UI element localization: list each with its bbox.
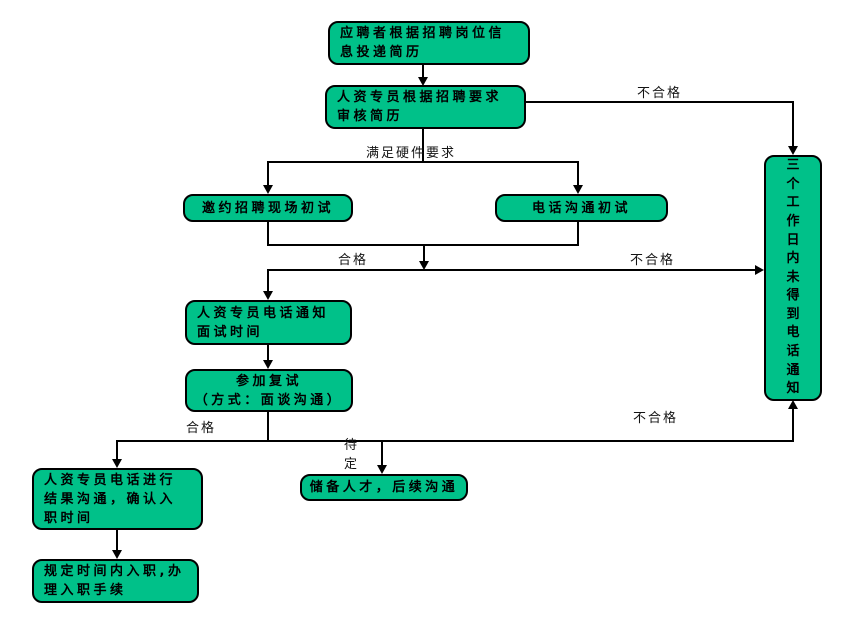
edge-review-unqualified-v bbox=[792, 101, 794, 147]
edge-apply-to-review bbox=[422, 64, 424, 80]
label-qualified-mid: 合格 bbox=[338, 253, 369, 268]
arrowhead-down-icon bbox=[112, 459, 122, 468]
edge-second-down bbox=[267, 412, 269, 442]
edge-result-to-onboarding bbox=[116, 530, 118, 552]
node-submit-resume: 应聘者根据招聘岗位信 息投递简历 bbox=[328, 21, 530, 65]
node-result-communication-label: 人资专员电话进行 结果沟通，确认入 职时间 bbox=[44, 472, 177, 526]
edge-notify-to-second bbox=[267, 345, 269, 363]
arrowhead-down-icon bbox=[419, 261, 429, 270]
arrowhead-down-icon bbox=[263, 185, 273, 194]
label-meets-requirements: 满足硬件要求 bbox=[366, 146, 457, 161]
edge-phone-down bbox=[577, 222, 579, 246]
node-second-interview-label: 参加复试 （方式：面谈沟通） bbox=[194, 373, 344, 408]
edge-split-h bbox=[267, 161, 579, 163]
arrowhead-down-icon bbox=[573, 185, 583, 194]
arrowhead-down-icon bbox=[263, 291, 273, 300]
arrowhead-up-icon bbox=[788, 400, 798, 409]
edge-result-h bbox=[267, 269, 755, 271]
edge-review-to-split bbox=[422, 129, 424, 163]
arrowhead-down-icon bbox=[788, 146, 798, 155]
node-notify-interview-time: 人资专员电话通知 面试时间 bbox=[185, 300, 352, 345]
arrowhead-down-icon bbox=[112, 550, 122, 559]
arrowhead-down-icon bbox=[377, 465, 387, 474]
edge-onsite-down bbox=[267, 222, 269, 246]
label-qualified-bottom: 合格 bbox=[186, 421, 217, 436]
node-onsite-interview: 邀约招聘现场初试 bbox=[183, 194, 353, 222]
node-onboarding: 规定时间内入职,办 理入职手续 bbox=[32, 559, 199, 603]
node-review-resume-label: 人资专员根据招聘要求 审核简历 bbox=[337, 90, 503, 124]
arrowhead-down-icon bbox=[263, 360, 273, 369]
label-unqualified-top: 不合格 bbox=[637, 86, 683, 101]
arrowhead-right-icon bbox=[755, 265, 764, 275]
node-phone-interview-label: 电话沟通初试 bbox=[531, 200, 631, 216]
edge-to-result-comm bbox=[116, 440, 118, 461]
label-unqualified-mid: 不合格 bbox=[630, 253, 676, 268]
edge-to-talent-pool bbox=[381, 440, 383, 467]
label-unqualified-bottom: 不合格 bbox=[633, 411, 679, 426]
edge-qualified-to-notify bbox=[267, 271, 269, 293]
node-result-communication: 人资专员电话进行 结果沟通，确认入 职时间 bbox=[32, 468, 203, 530]
node-review-resume: 人资专员根据招聘要求 审核简历 bbox=[325, 85, 526, 129]
edge-final-h bbox=[116, 440, 794, 442]
edge-split-to-phone bbox=[577, 161, 579, 187]
node-talent-pool: 储备人才，后续沟通 bbox=[300, 474, 468, 501]
edge-review-unqualified-h bbox=[525, 101, 794, 103]
node-phone-interview: 电话沟通初试 bbox=[495, 194, 668, 222]
edge-merge-h bbox=[267, 244, 579, 246]
edge-split-to-onsite bbox=[267, 161, 269, 187]
node-talent-pool-label: 储备人才，后续沟通 bbox=[309, 480, 459, 495]
edge-merge-down bbox=[423, 246, 425, 262]
node-onboarding-label: 规定时间内入职,办 理入职手续 bbox=[44, 564, 185, 598]
label-pending: 待 定 bbox=[344, 438, 360, 472]
node-no-phone-notice-label: 三个工作日内未得到电话通知 bbox=[786, 158, 800, 397]
node-second-interview: 参加复试 （方式：面谈沟通） bbox=[185, 369, 353, 412]
node-onsite-interview-label: 邀约招聘现场初试 bbox=[201, 200, 334, 216]
node-submit-resume-label: 应聘者根据招聘岗位信 息投递简历 bbox=[340, 26, 506, 60]
node-notify-interview-time-label: 人资专员电话通知 面试时间 bbox=[197, 305, 330, 340]
arrowhead-down-icon bbox=[418, 77, 428, 86]
node-no-phone-notice: 三个工作日内未得到电话通知 bbox=[764, 155, 822, 401]
edge-to-no-notice-v bbox=[792, 407, 794, 441]
